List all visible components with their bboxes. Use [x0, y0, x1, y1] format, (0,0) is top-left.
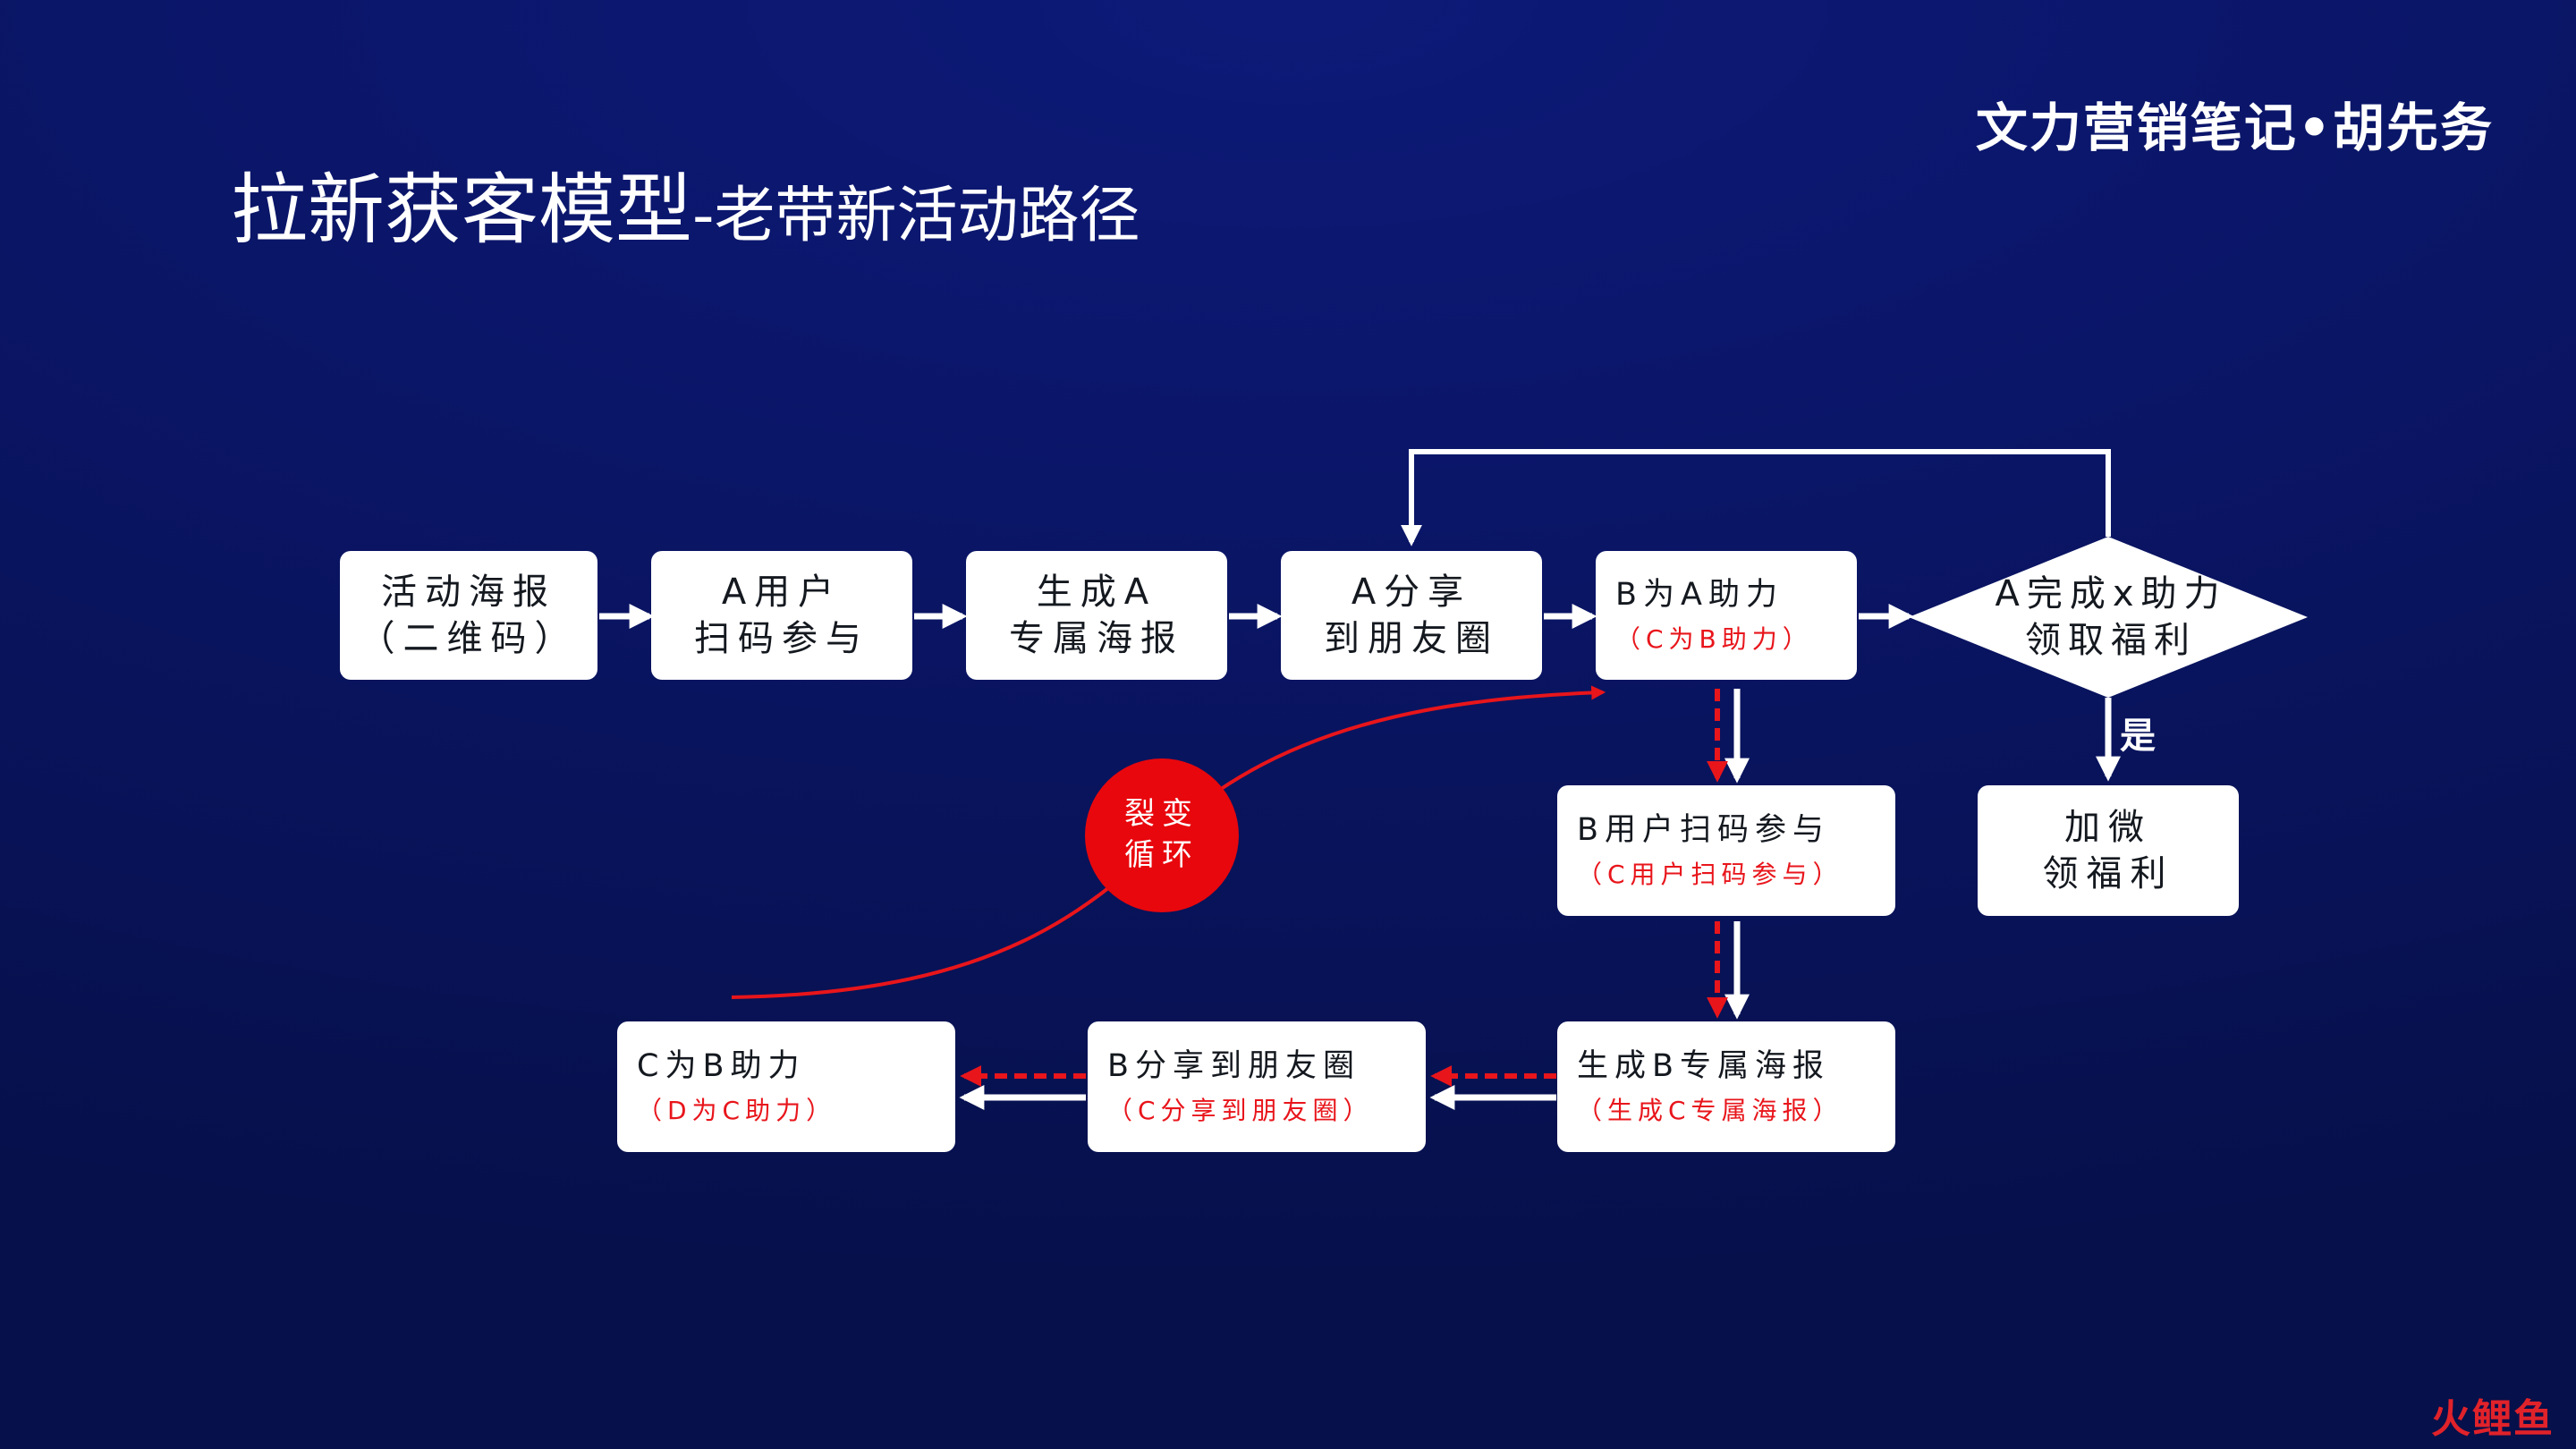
node-activity-poster-line2: （二维码）: [359, 618, 579, 659]
node-generate-b-poster-line2: （生成C专属海报）: [1577, 1095, 1843, 1125]
node-activity-poster: 活动海报 （二维码）: [340, 551, 597, 680]
node-add-wechat-line2: 领福利: [2042, 853, 2174, 894]
decision-line1: A完成x助力: [1995, 573, 2227, 614]
node-generate-b-poster-line1: 生成B专属海报: [1577, 1048, 1831, 1085]
node-b-user-scan-line1: B用户扫码参与: [1577, 812, 1831, 849]
node-generate-a-poster-line2: 专属海报: [1009, 618, 1184, 659]
node-b-helps-a-line2: （C为B助力）: [1615, 623, 1813, 654]
fission-cycle-line1: 裂变: [1124, 796, 1199, 833]
node-generate-a-poster-line1: 生成A: [1036, 572, 1157, 613]
brand-name: 文力营销笔记•胡先务: [1975, 97, 2494, 158]
node-b-helps-a-line1: B为A助力: [1615, 577, 1784, 614]
node-a-share-moments-line2: 到朋友圈: [1324, 618, 1499, 659]
page-title: 拉新获客模型-老带新活动路径: [231, 172, 1140, 249]
node-b-share-moments-line1: B分享到朋友圈: [1107, 1048, 1361, 1085]
loop-back-arrow: [1401, 449, 2111, 547]
node-generate-a-poster: 生成A 专属海报: [966, 551, 1227, 680]
node-b-user-scan-line2: （C用户扫码参与）: [1577, 859, 1843, 889]
page-title-main: 拉新获客模型: [231, 165, 692, 255]
node-generate-b-poster: 生成B专属海报 （生成C专属海报）: [1557, 1021, 1895, 1152]
node-add-wechat-line1: 加微: [2064, 807, 2152, 848]
decision-label: A完成x助力 领取福利: [1914, 564, 2308, 671]
decision-diamond: [1909, 537, 2308, 698]
decision-line2: 领取福利: [2025, 620, 2197, 661]
node-activity-poster-line1: 活动海报: [381, 572, 556, 613]
page-title-sub: -老带新活动路径: [692, 181, 1140, 251]
node-a-user-scan-line2: 扫码参与: [694, 618, 869, 659]
node-a-share-moments: A分享 到朋友圈: [1281, 551, 1542, 680]
node-add-wechat: 加微 领福利: [1978, 785, 2239, 916]
node-b-helps-a: B为A助力 （C为B助力）: [1596, 551, 1857, 680]
node-a-share-moments-line1: A分享: [1351, 572, 1472, 613]
fission-cycle-badge: 裂变 循环: [1085, 758, 1239, 912]
watermark-logo: 火鲤鱼: [2431, 1396, 2555, 1442]
node-c-helps-b-line2: （D为C助力）: [637, 1095, 837, 1125]
yes-label: 是: [2120, 716, 2156, 757]
node-a-user-scan-line1: A用户: [721, 572, 843, 613]
node-a-user-scan: A用户 扫码参与: [651, 551, 912, 680]
node-c-helps-b-line1: C为B助力: [637, 1048, 806, 1085]
node-b-share-moments-line2: （C分享到朋友圈）: [1107, 1095, 1374, 1125]
node-c-helps-b: C为B助力 （D为C助力）: [617, 1021, 955, 1152]
node-b-user-scan: B用户扫码参与 （C用户扫码参与）: [1557, 785, 1895, 916]
node-b-share-moments: B分享到朋友圈 （C分享到朋友圈）: [1088, 1021, 1426, 1152]
fission-cycle-line2: 循环: [1124, 837, 1199, 873]
